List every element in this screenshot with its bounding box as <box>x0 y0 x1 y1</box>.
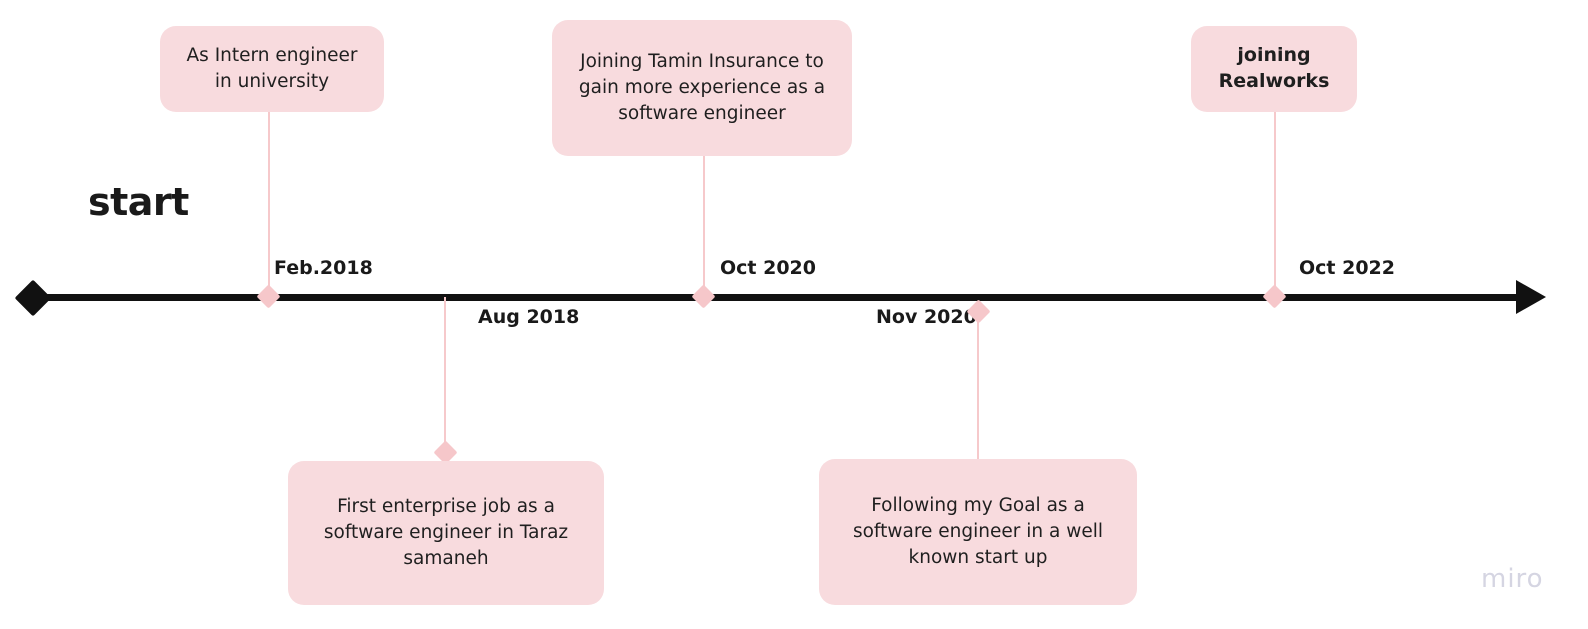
start-label: start <box>88 180 189 224</box>
event-card-taraz[interactable]: First enterprise job as a software engin… <box>288 461 604 605</box>
connector-feb2018 <box>268 112 270 298</box>
timeline-axis-line <box>36 294 1516 301</box>
event-card-realworks[interactable]: joining Realworks <box>1191 26 1357 112</box>
marker-diamond-feb2018 <box>256 284 281 309</box>
date-label-oct2022: Oct 2022 <box>1299 257 1395 279</box>
date-label-aug2018: Aug 2018 <box>478 306 580 328</box>
event-card-startup[interactable]: Following my Goal as a software engineer… <box>819 459 1137 605</box>
event-card-tamin[interactable]: Joining Tamin Insurance to gain more exp… <box>552 20 852 156</box>
date-label-nov2020: Nov 2020 <box>876 306 977 328</box>
marker-diamond-oct2020 <box>691 284 716 309</box>
date-label-oct2020: Oct 2020 <box>720 257 816 279</box>
event-card-intern[interactable]: As Intern engineer in university <box>160 26 384 112</box>
connector-nov2020 <box>977 310 979 462</box>
connector-oct2022 <box>1274 112 1276 298</box>
date-label-feb2018: Feb.2018 <box>274 257 373 279</box>
connector-aug2018 <box>444 297 446 453</box>
miro-watermark: miro <box>1481 564 1544 594</box>
connector-oct2020 <box>703 156 705 298</box>
timeline-arrow-icon <box>1516 280 1546 314</box>
marker-diamond-oct2022 <box>1262 284 1287 309</box>
